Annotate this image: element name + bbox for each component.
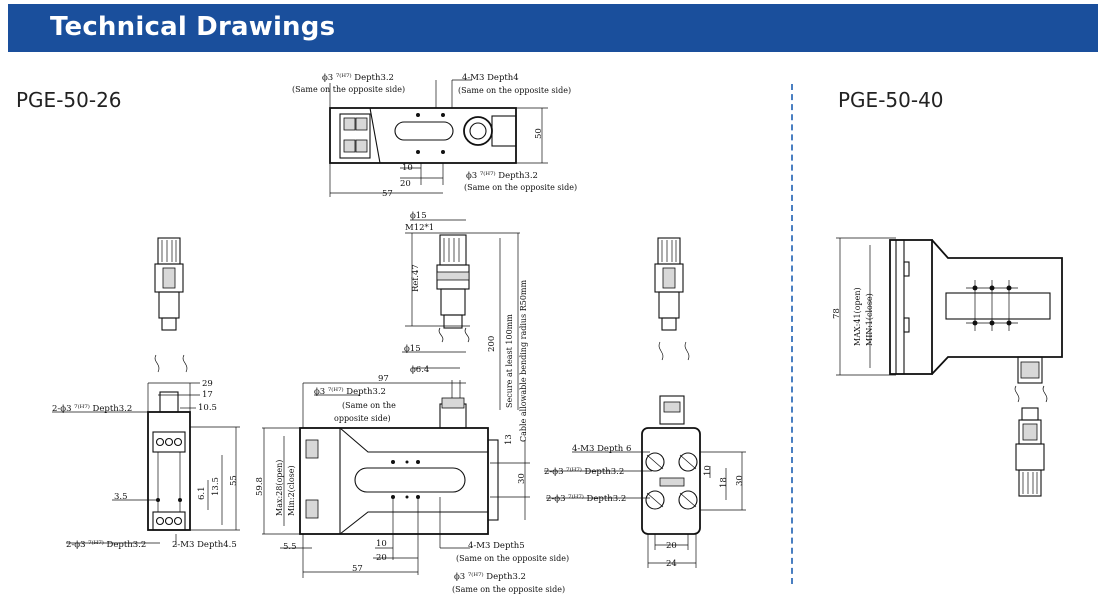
right-side-view: 4-M3 Depth 6 2-ϕ3 ⁷⁽ᴴ⁷⁾ Depth3.2 2-ϕ3 ⁷⁽… [544, 237, 746, 569]
front-d55: 5.5 [283, 542, 297, 552]
conn-d15: ϕ15 [410, 211, 427, 221]
left-d55: 55 [229, 475, 239, 486]
top-dim-20: 20 [400, 179, 411, 189]
left-d135: 13.5 [211, 477, 221, 496]
conn-d15b: ϕ15 [404, 344, 421, 354]
left-d17: 17 [202, 390, 213, 400]
front-d10: 10 [376, 539, 387, 549]
front-close: Min:2(close) [287, 465, 296, 516]
top-hole-bottom-label: ϕ3 ⁷⁽ᴴ⁷⁾ Depth3.2 [466, 171, 538, 181]
front-open: Max:28(open) [275, 460, 284, 516]
top-hole-label: ϕ3 ⁷⁽ᴴ⁷⁾ Depth3.2 [322, 73, 394, 83]
top-dim-10: 10 [402, 163, 413, 173]
connector-view: ϕ15 M12*1 Ref.47 ϕ15 ϕ6.4 Secure at leas… [402, 211, 528, 442]
front-d57: 57 [352, 564, 363, 574]
conn-m12: M12*1 [405, 223, 434, 233]
right-d10: 10 [703, 465, 713, 476]
front-d20: 20 [376, 553, 387, 563]
left-m3: 2-M3 Depth4.5 [172, 540, 237, 550]
left-d105: 10.5 [198, 403, 217, 413]
top-hole-note: (Same on the opposite side) [292, 85, 405, 94]
conn-l200: 200 [487, 336, 497, 352]
front-thread: 4-M3 Depth5 [468, 541, 525, 551]
front-d97: 97 [378, 374, 389, 384]
top-thread-label: 4-M3 Depth4 [462, 73, 519, 83]
pge40-close: MIN:1(close) [865, 293, 874, 346]
front-d598: 59.8 [255, 477, 265, 496]
top-view: ϕ3 ⁷⁽ᴴ⁷⁾ Depth3.2 (Same on the opposite … [292, 73, 577, 199]
top-thread-note: (Same on the opposite side) [458, 86, 571, 95]
conn-ref47: Ref.47 [411, 264, 421, 292]
left-hole: 2-ϕ3 ⁷⁽ᴴ⁷⁾ Depth3.2 [52, 404, 132, 414]
front-hole-bottom: ϕ3 ⁷⁽ᴴ⁷⁾ Depth3.2 [454, 572, 526, 582]
right-d18: 18 [719, 477, 729, 488]
left-d61: 6.1 [197, 486, 207, 500]
section-divider [791, 84, 793, 584]
left-d35: 3.5 [114, 492, 128, 502]
right-d30: 30 [735, 475, 745, 486]
front-thread-note: (Same on the opposite side) [456, 554, 569, 563]
top-dim-50: 50 [534, 128, 544, 139]
page-title: Technical Drawings [50, 12, 336, 42]
conn-cable2: Cable allowable bending radius R50mm [519, 280, 528, 442]
top-hole-bottom-note: (Same on the opposite side) [464, 183, 577, 192]
model-label-pge-50-26: PGE-50-26 [16, 88, 122, 112]
model-label-pge-50-40: PGE-50-40 [838, 88, 944, 112]
front-hole-bottom-note: (Same on the opposite side) [452, 585, 565, 594]
pge40-open: MAX:41(open) [853, 287, 862, 346]
front-hole-c: opposite side) [334, 414, 391, 423]
left-d29: 29 [202, 379, 213, 389]
pge-50-40-view: 78 MAX:41(open) MIN:1(close) [832, 237, 1063, 497]
right-d20: 20 [666, 541, 677, 551]
header-banner: Technical Drawings [8, 4, 1098, 52]
conn-d64: ϕ6.4 [410, 365, 429, 375]
right-thread: 4-M3 Depth 6 [572, 444, 631, 454]
pge40-d78: 78 [832, 308, 842, 319]
left-hole-bottom: 2-ϕ3 ⁷⁽ᴴ⁷⁾ Depth3.2 [66, 540, 146, 550]
conn-cable1: Secure at least 100mm [505, 314, 514, 408]
right-hole1: 2-ϕ3 ⁷⁽ᴴ⁷⁾ Depth3.2 [544, 467, 624, 477]
right-d24: 24 [666, 559, 677, 569]
front-d13: 13 [504, 434, 514, 445]
front-d30: 30 [517, 473, 527, 484]
left-side-view: 29 17 10.5 2-ϕ3 ⁷⁽ᴴ⁷⁾ Depth3.2 55 13.5 6… [52, 237, 240, 550]
right-hole2: 2-ϕ3 ⁷⁽ᴴ⁷⁾ Depth3.2 [546, 494, 626, 504]
front-view: 97 ϕ3 ⁷⁽ᴴ⁷⁾ Depth3.2 (Same on the opposi… [255, 374, 569, 594]
top-dim-57: 57 [382, 189, 393, 199]
front-hole-b: (Same on the [342, 401, 396, 410]
front-hole: ϕ3 ⁷⁽ᴴ⁷⁾ Depth3.2 [314, 387, 386, 397]
